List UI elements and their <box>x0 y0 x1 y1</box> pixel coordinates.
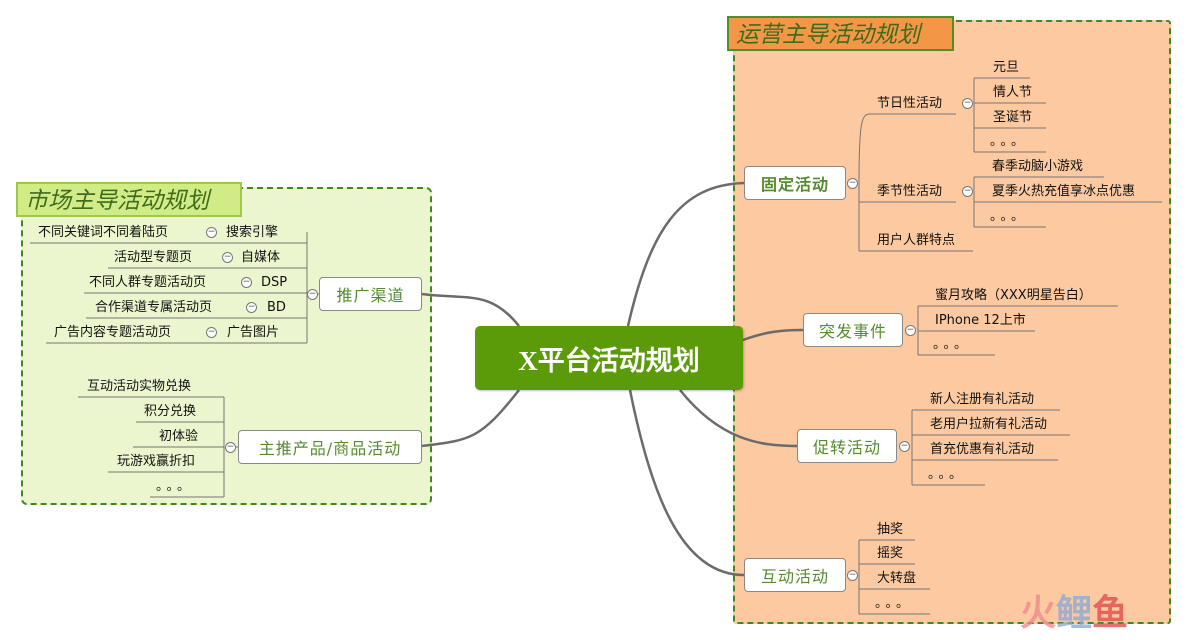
logo-part-3: 鱼 <box>1092 593 1129 634</box>
connector-burst <box>742 328 804 342</box>
fixed-activity-node[interactable]: 固定活动 <box>744 166 846 200</box>
holiday-item-2[interactable]: 情人节 <box>993 85 1033 100</box>
interact-item-4[interactable]: 。。。 <box>875 596 914 611</box>
promo-channel-5[interactable]: 广告图片 <box>227 325 280 340</box>
burst-item-3[interactable]: 。。。 <box>933 337 972 352</box>
convert-item-4[interactable]: 。。。 <box>928 467 967 482</box>
connector-product <box>421 389 520 448</box>
promo-channel-3[interactable]: DSP <box>261 275 288 290</box>
central-topic[interactable]: X平台活动规划 <box>475 326 743 390</box>
collapse-icon[interactable]: − <box>847 570 858 581</box>
convert-activity-node[interactable]: 促转活动 <box>797 429 897 463</box>
interact-item-3[interactable]: 大转盘 <box>877 571 917 586</box>
ops-title: 运营主导活动规划 <box>727 16 954 51</box>
watermark-logo: 火鲤鱼 <box>1020 594 1128 634</box>
interactive-activity-node[interactable]: 互动活动 <box>744 558 846 592</box>
collapse-icon[interactable]: − <box>962 98 973 109</box>
convert-item-2[interactable]: 老用户拉新有礼活动 <box>930 417 1048 432</box>
connector-fixed <box>626 181 745 327</box>
collapse-icon[interactable]: − <box>241 277 252 288</box>
connector-interact <box>628 389 745 577</box>
collapse-icon[interactable]: − <box>206 227 217 238</box>
market-title: 市场主导活动规划 <box>16 182 242 217</box>
holiday-activity[interactable]: 节日性活动 <box>877 96 943 111</box>
burst-event-node[interactable]: 突发事件 <box>803 313 903 347</box>
collapse-icon[interactable]: − <box>222 252 233 263</box>
promo-page-3[interactable]: 不同人群专题活动页 <box>89 275 207 290</box>
collapse-icon[interactable]: − <box>225 442 236 453</box>
interact-item-2[interactable]: 摇奖 <box>877 546 904 561</box>
collapse-icon[interactable]: − <box>246 302 257 313</box>
convert-item-1[interactable]: 新人注册有礼活动 <box>930 392 1035 407</box>
collapse-icon[interactable]: − <box>847 178 858 189</box>
season-activity[interactable]: 季节性活动 <box>877 184 943 199</box>
season-item-2[interactable]: 夏季火热充值享冰点优惠 <box>992 184 1136 199</box>
burst-item-2[interactable]: IPhone 12上市 <box>935 313 1026 328</box>
season-item-3[interactable]: 。。。 <box>990 209 1029 224</box>
product-item-5[interactable]: 。。。 <box>156 479 195 494</box>
holiday-item-3[interactable]: 圣诞节 <box>993 110 1033 125</box>
crowd-feature[interactable]: 用户人群特点 <box>877 233 956 248</box>
connector-promo <box>421 292 520 327</box>
collapse-icon[interactable]: − <box>307 289 318 300</box>
holiday-item-4[interactable]: 。。。 <box>990 134 1029 149</box>
product-item-3[interactable]: 初体验 <box>159 429 199 444</box>
convert-item-3[interactable]: 首充优惠有礼活动 <box>930 442 1035 457</box>
logo-part-2: 鲤 <box>1056 593 1093 634</box>
collapse-icon[interactable]: − <box>905 325 916 336</box>
promo-channel-2[interactable]: 自媒体 <box>241 250 281 265</box>
promo-channel-node[interactable]: 推广渠道 <box>319 277 422 311</box>
main-product-node[interactable]: 主推产品/商品活动 <box>238 430 422 464</box>
collapse-icon[interactable]: − <box>206 327 217 338</box>
product-item-2[interactable]: 积分兑换 <box>144 404 197 419</box>
holiday-item-1[interactable]: 元旦 <box>993 60 1020 75</box>
connector-convert <box>679 389 798 448</box>
logo-part-1: 火 <box>1020 593 1057 634</box>
season-item-1[interactable]: 春季动脑小游戏 <box>992 159 1084 174</box>
promo-page-2[interactable]: 活动型专题页 <box>114 250 193 265</box>
promo-page-1[interactable]: 不同关键词不同着陆页 <box>38 225 169 240</box>
burst-item-1[interactable]: 蜜月攻略（XXX明星告白） <box>935 288 1092 303</box>
interact-item-1[interactable]: 抽奖 <box>877 522 904 537</box>
promo-page-4[interactable]: 合作渠道专属活动页 <box>95 300 213 315</box>
promo-channel-1[interactable]: 搜索引擎 <box>226 225 279 240</box>
product-item-4[interactable]: 玩游戏赢折扣 <box>117 454 196 469</box>
promo-channel-4[interactable]: BD <box>267 300 286 315</box>
promo-page-5[interactable]: 广告内容专题活动页 <box>54 325 172 340</box>
collapse-icon[interactable]: − <box>962 186 973 197</box>
collapse-icon[interactable]: − <box>899 441 910 452</box>
product-item-1[interactable]: 互动活动实物兑换 <box>87 379 192 394</box>
